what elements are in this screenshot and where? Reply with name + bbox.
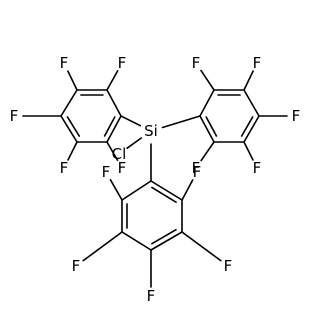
ring-bottom-cf-bond-5	[109, 179, 123, 201]
ring-left-cf-bond-5	[106, 141, 119, 162]
ring-left-fluorine-label-3: F	[10, 107, 19, 125]
ring-left-fluorine-label-2: F	[60, 54, 69, 72]
ring-bottom-cf-bond-1	[181, 179, 194, 201]
ring-left-fluorine-label-5: F	[118, 159, 127, 177]
ring-left-bond-5	[106, 115, 122, 143]
ring-bottom-fluorine-label-3: F	[147, 287, 156, 305]
bond-layer	[22, 69, 288, 288]
silicon-label: Si	[144, 122, 158, 140]
ring-left-bond-2	[60, 89, 78, 117]
ring-left-double-bond-5	[103, 116, 116, 137]
ring-right-cf-bond-4	[243, 141, 254, 161]
ring-bottom-fluorine-label-4: F	[72, 257, 81, 275]
ring-right-fluorine-label-2: F	[253, 54, 262, 72]
ring-bottom-bond-5	[121, 180, 152, 201]
ring-left-cf-bond-1	[106, 70, 119, 91]
ring-bottom-fluorine-label-5: F	[102, 163, 111, 181]
ring-left-cf-bond-2	[67, 70, 78, 91]
ring-right-cf-bond-2	[243, 70, 254, 91]
ring-left-bond-0	[106, 89, 122, 117]
ring-right-fluorine-label-1: F	[192, 54, 201, 72]
ring-bottom-fluorine-label-2: F	[224, 257, 233, 275]
ring-left-fluorine-label-1: F	[118, 54, 127, 72]
ring-right-cf-bond-5	[200, 141, 215, 162]
ring-bottom-bond-3	[121, 231, 152, 251]
ring-left-bond-3	[60, 115, 78, 143]
chlorine-label: Cl	[112, 145, 127, 163]
ring-right-bond-2	[243, 89, 260, 117]
si-ring-left-bond	[120, 115, 142, 127]
ring-right-bond-3	[243, 115, 260, 143]
ring-right-fluorine-label-3: F	[292, 107, 301, 125]
ring-bottom-cf-bond-4	[82, 231, 123, 262]
ring-bottom-bond-2	[150, 231, 183, 251]
ring-bottom-double-bond-2	[151, 228, 177, 245]
ring-left-cf-bond-4	[67, 141, 78, 161]
ring-right-double-bond-5	[205, 116, 218, 137]
ring-left-double-bond-3	[66, 116, 81, 137]
ring-right-fluorine-label-4: F	[253, 159, 262, 177]
ring-right-bond-5	[199, 115, 215, 143]
ring-bottom-cf-bond-2	[181, 231, 222, 262]
si-cl-bond	[126, 137, 143, 149]
ring-bottom-double-bond-0	[151, 186, 177, 204]
si-ring-right-bond	[161, 115, 201, 129]
ring-bottom-fluorine-label-1: F	[193, 163, 202, 181]
ring-bottom-bond-0	[150, 180, 183, 201]
ring-right-cf-bond-1	[200, 69, 215, 91]
ring-right-bond-0	[199, 89, 215, 117]
ring-left-fluorine-label-4: F	[60, 159, 69, 177]
ring-right-fluorine-label-5: F	[192, 159, 201, 177]
ring-right-double-bond-3	[240, 116, 254, 137]
